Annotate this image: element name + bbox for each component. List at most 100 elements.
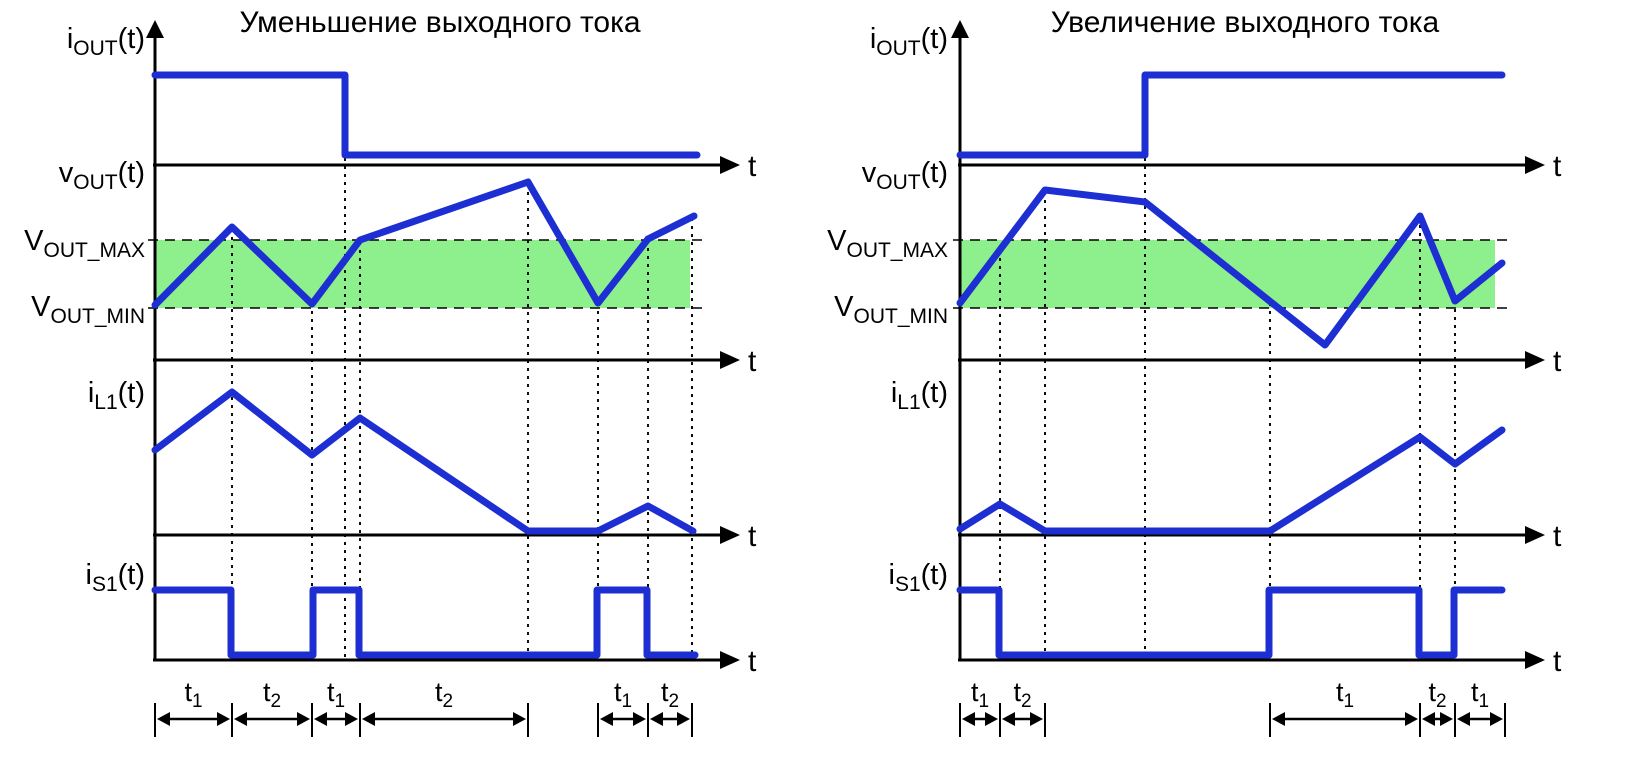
- time-axis-label-2-left: t: [748, 520, 757, 553]
- interval-arrowhead-left-right-0: [962, 712, 975, 726]
- time-axis-arrow-1-right: [1525, 351, 1545, 369]
- signal-label-vout-left: vOUT(t): [0, 157, 145, 193]
- interval-label-left-2: t1: [327, 677, 345, 712]
- label-base: v: [58, 157, 74, 189]
- label-suffix: (t): [117, 559, 145, 591]
- interval-arrowhead-right-right-0: [985, 712, 998, 726]
- interval-arrowhead-left-left-2: [314, 712, 327, 726]
- label-suffix: (t): [920, 157, 948, 189]
- signal-label-il1-left: iL1(t): [0, 377, 145, 413]
- time-axis-label-0-right: t: [1553, 150, 1562, 183]
- time-axis-arrow-2-left: [720, 526, 740, 544]
- time-axis-arrow-3-right: [1525, 651, 1545, 669]
- interval-arrowhead-right-right-3: [1440, 712, 1453, 726]
- label-sub: OUT: [876, 36, 921, 60]
- interval-arrowhead-left-left-3: [362, 712, 375, 726]
- waveform-is1-left: [151, 586, 699, 659]
- interval-label-left-4: t1: [614, 677, 632, 712]
- label-suffix: (t): [117, 23, 145, 55]
- label-suffix: (t): [920, 559, 948, 591]
- interval-arrowhead-left-left-0: [157, 712, 170, 726]
- time-axis-arrow-3-left: [720, 651, 740, 669]
- interval-arrowhead-left-left-1: [234, 712, 247, 726]
- label-sub: OUT: [73, 36, 118, 60]
- label-suffix: (t): [920, 377, 948, 409]
- time-axis-label-1-right: t: [1553, 345, 1562, 378]
- time-axis-label-2-right: t: [1553, 520, 1562, 553]
- waveform-vout-right: [956, 186, 1506, 349]
- label-sub: OUT_MAX: [846, 238, 948, 262]
- label-base: i: [888, 559, 895, 591]
- signal-label-vmax-left: VOUT_MAX: [0, 225, 145, 261]
- label-sub: S1: [894, 572, 921, 596]
- waveform-il1-right: [956, 426, 1506, 535]
- label-sub: OUT: [876, 170, 921, 194]
- interval-arrowhead-right-left-2: [345, 712, 358, 726]
- label-base: i: [85, 559, 92, 591]
- y-axis-arrow-left: [146, 20, 164, 38]
- y-axis-arrow-right: [951, 20, 969, 38]
- interval-arrowhead-right-right-1: [1030, 712, 1043, 726]
- label-base: V: [24, 225, 44, 257]
- time-axis-label-3-left: t: [748, 645, 757, 678]
- waveform-is1-right: [956, 586, 1506, 659]
- interval-label-right-4: t1: [1471, 677, 1489, 712]
- time-axis-label-3-right: t: [1553, 645, 1562, 678]
- interval-arrowhead-right-right-2: [1405, 712, 1418, 726]
- label-base: V: [827, 225, 847, 257]
- interval-label-right-0: t1: [971, 677, 989, 712]
- panel-title-left: Уменьшение выходного тока: [239, 6, 641, 39]
- label-sub: OUT_MAX: [43, 238, 145, 262]
- label-sub: OUT_MIN: [853, 304, 949, 328]
- label-base: V: [31, 291, 51, 323]
- signal-label-vout-right: vOUT(t): [803, 157, 948, 193]
- label-base: i: [87, 377, 95, 409]
- interval-label-right-1: t2: [1013, 677, 1031, 712]
- label-suffix: (t): [117, 377, 145, 409]
- hysteresis-band-right: [960, 240, 1495, 308]
- interval-label-left-3: t2: [435, 677, 453, 712]
- interval-label-right-3: t2: [1428, 677, 1446, 712]
- label-suffix: (t): [920, 23, 948, 55]
- interval-label-right-2: t1: [1336, 677, 1354, 712]
- hysteresis-band-left: [155, 240, 690, 308]
- interval-arrowhead-left-right-3: [1422, 712, 1435, 726]
- label-sub: OUT: [73, 170, 118, 194]
- label-sub: OUT_MIN: [50, 304, 146, 328]
- time-axis-label-1-left: t: [748, 345, 757, 378]
- interval-arrowhead-right-left-1: [297, 712, 310, 726]
- waveform-vout-left: [151, 178, 698, 309]
- interval-arrowhead-left-left-5: [650, 712, 663, 726]
- label-base: i: [869, 23, 877, 55]
- signal-label-vmin-left: VOUT_MIN: [0, 291, 145, 327]
- interval-arrowhead-right-left-5: [677, 712, 690, 726]
- label-suffix: (t): [117, 157, 145, 189]
- label-base: i: [66, 23, 74, 55]
- interval-arrowhead-left-left-4: [600, 712, 613, 726]
- interval-label-left-1: t2: [263, 677, 281, 712]
- signal-label-is1-left: iS1(t): [0, 559, 145, 595]
- label-base: v: [861, 157, 877, 189]
- interval-arrowhead-right-left-3: [513, 712, 526, 726]
- time-axis-arrow-0-left: [720, 156, 740, 174]
- label-sub: S1: [91, 572, 118, 596]
- interval-arrowhead-right-right-4: [1490, 712, 1503, 726]
- interval-arrowhead-left-right-2: [1272, 712, 1285, 726]
- signal-label-il1-right: iL1(t): [803, 377, 948, 413]
- label-base: i: [890, 377, 898, 409]
- waveform-iout-left: [151, 71, 701, 159]
- time-axis-arrow-2-right: [1525, 526, 1545, 544]
- interval-label-left-5: t2: [661, 677, 679, 712]
- signal-label-iout-left: iOUT(t): [0, 23, 145, 59]
- signal-label-vmax-right: VOUT_MAX: [803, 225, 948, 261]
- signal-label-vmin-right: VOUT_MIN: [803, 291, 948, 327]
- signal-label-iout-right: iOUT(t): [803, 23, 948, 59]
- interval-label-left-0: t1: [184, 677, 202, 712]
- time-axis-label-0-left: t: [748, 150, 757, 183]
- interval-arrowhead-left-right-1: [1002, 712, 1015, 726]
- interval-arrowhead-right-left-0: [217, 712, 230, 726]
- label-sub: L1: [94, 390, 118, 414]
- time-axis-arrow-0-right: [1525, 156, 1545, 174]
